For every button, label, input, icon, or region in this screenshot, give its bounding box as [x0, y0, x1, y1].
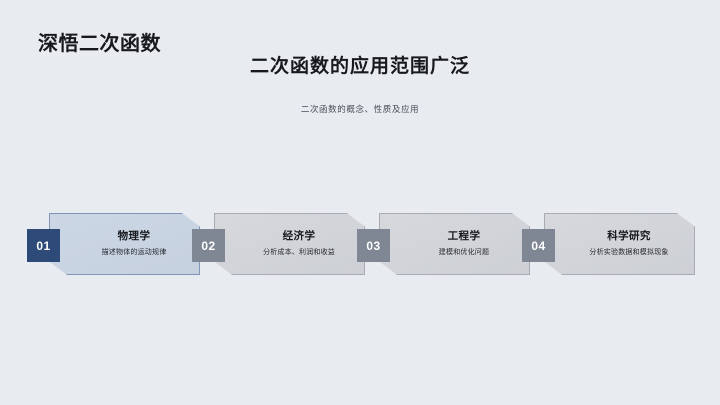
- card-number-badge: 02: [192, 229, 225, 262]
- card-text: 经济学 分析成本、利润和收益: [240, 213, 358, 275]
- page-title: 二次函数的应用范围广泛: [249, 56, 470, 77]
- card-panel: [49, 213, 200, 275]
- card-description: 建模和优化问题: [438, 248, 490, 256]
- card-physics[interactable]: 01 物理学 描述物体的运动规律: [27, 213, 200, 275]
- page-subtitle: 二次函数的概念、性质及应用: [300, 103, 420, 114]
- card-title: 经济学: [282, 230, 316, 243]
- card-title: 物理学: [117, 230, 151, 243]
- application-cards-row: 01 物理学 描述物体的运动规律 02 经济学 分析成本、利润和收益 03 工程…: [0, 213, 720, 323]
- card-text: 工程学 建模和优化问题: [405, 213, 523, 275]
- card-number-badge: 01: [27, 229, 60, 262]
- card-title: 科学研究: [607, 230, 651, 243]
- card-description: 分析实验数据和模拟现象: [589, 248, 669, 256]
- card-scientific-research[interactable]: 04 科学研究 分析实验数据和模拟现象: [522, 213, 695, 275]
- card-number-badge: 04: [522, 229, 555, 262]
- title-block: 二次函数的应用范围广泛 二次函数的概念、性质及应用: [0, 55, 720, 115]
- card-description: 分析成本、利润和收益: [263, 248, 335, 256]
- card-description: 描述物体的运动规律: [101, 248, 167, 256]
- card-text: 科学研究 分析实验数据和模拟现象: [570, 213, 688, 275]
- slide-running-header: 深悟二次函数: [38, 33, 161, 55]
- card-engineering[interactable]: 03 工程学 建模和优化问题: [357, 213, 530, 275]
- card-text: 物理学 描述物体的运动规律: [75, 213, 193, 275]
- card-economics[interactable]: 02 经济学 分析成本、利润和收益: [192, 213, 365, 275]
- card-panel: [379, 213, 530, 275]
- card-title: 工程学: [447, 230, 481, 243]
- card-number-badge: 03: [357, 229, 390, 262]
